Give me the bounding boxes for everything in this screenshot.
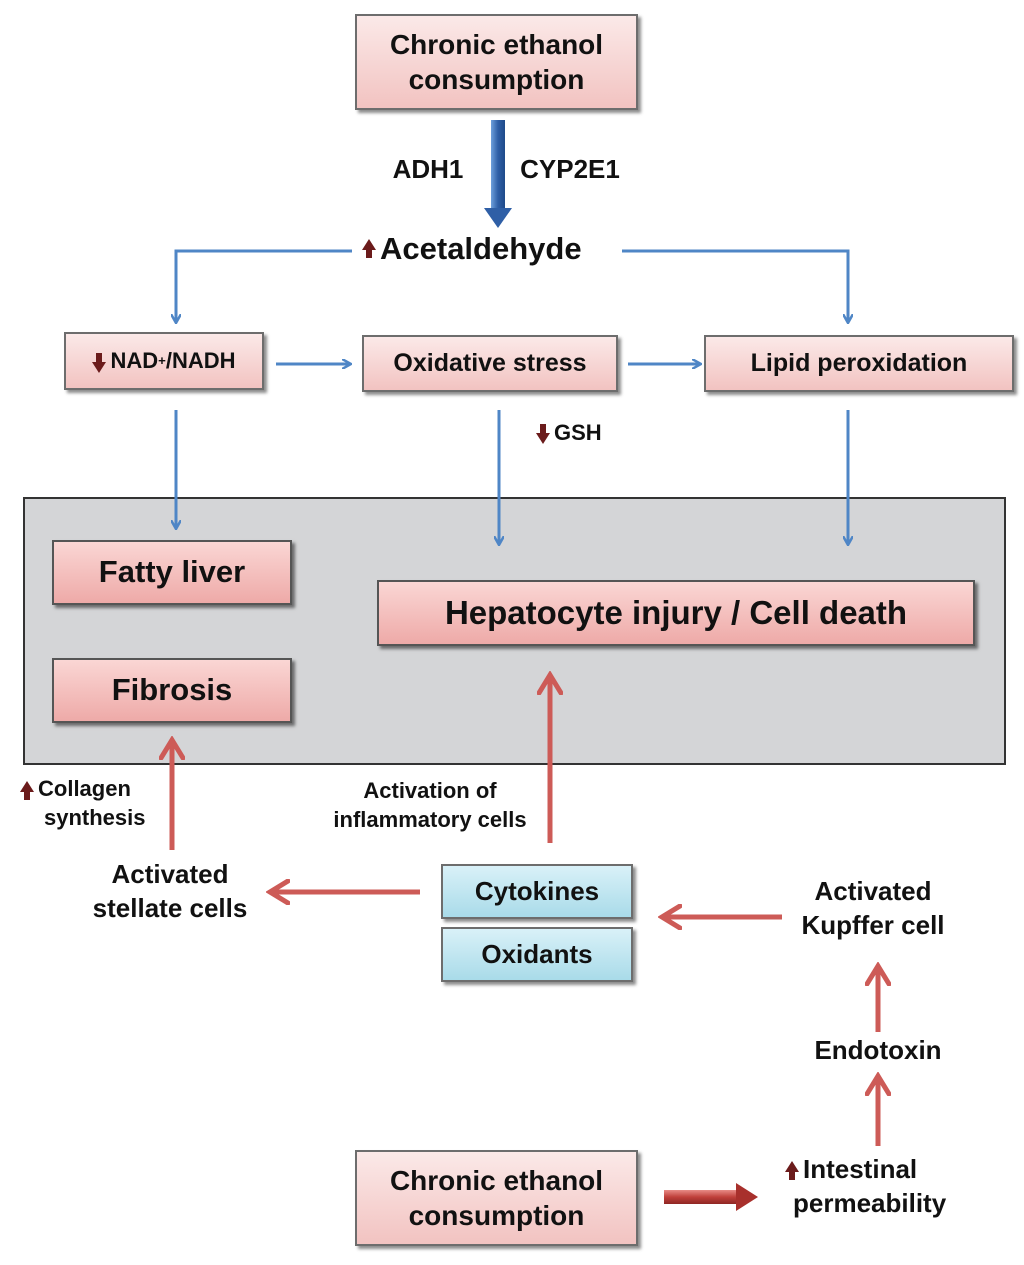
intestinal-line1: Intestinal [803,1154,918,1184]
oxidative-stress-box: Oxidative stress [362,335,618,392]
fatty-liver-text: Fatty liver [98,554,246,590]
hepatocyte-injury-text: Hepatocyte injury / Cell death [444,594,908,632]
hepatocyte-injury-box: Hepatocyte injury / Cell death [377,580,975,646]
collagen-line2: synthesis [44,805,146,831]
activation-inflammatory-label: Activation of inflammatory cells [308,776,552,834]
enzyme-cyp2e1-label: CYP2E1 [520,154,620,184]
increase-arrow-icon [20,780,34,800]
kupffer-line2: Kupffer cell [801,910,945,941]
cytokines-text: Cytokines [474,876,600,907]
acetaldehyde-text: Acetaldehyde [380,231,582,266]
oxidants-box: Oxidants [441,927,633,982]
oxidants-text: Oxidants [481,939,593,970]
gsh-label: GSH [536,418,626,447]
ethanol-to-permeability-arrow [664,1183,758,1211]
ethanol-consumption-top-box: Chronic ethanol consumption [355,14,638,110]
collagen-line1-row: Collagen [20,774,170,803]
kupffer-line1: Activated [814,876,932,906]
intestinal-line2: permeability [793,1188,947,1219]
enzyme-adh1-label: ADH1 [392,154,464,184]
ethanol-top-line1: Chronic ethanol [389,29,604,60]
activation-line2: inflammatory cells [333,807,527,833]
ethanol-consumption-bottom-box: Chronic ethanol consumption [355,1150,638,1246]
decrease-arrow-icon [92,352,107,373]
oxidative-stress-text: Oxidative stress [393,348,587,377]
increase-arrow-icon [785,1160,799,1180]
nad-prefix: NAD [110,348,159,374]
stellate-line1: Activated [111,859,229,889]
activated-kupffer-label: Activated Kupffer cell [778,874,968,943]
intestinal-line1-row: Intestinal [785,1152,985,1186]
fibrosis-text: Fibrosis [111,672,233,708]
fibrosis-box: Fibrosis [52,658,292,723]
ethanol-bottom-line1: Chronic ethanol [389,1165,604,1196]
arrow-acetaldehyde-to-lipid [622,249,848,322]
collagen-line1: Collagen [38,776,131,801]
intestinal-permeability-label: Intestinal permeability [785,1152,985,1221]
collagen-synthesis-label: Collagen synthesis [20,774,170,832]
activated-stellate-label: Activated stellate cells [70,857,270,926]
nad-suffix: /NADH [165,348,236,374]
nad-superscript: + [158,352,166,368]
acetaldehyde-label: Acetaldehyde [362,229,622,270]
cytokines-box: Cytokines [441,864,633,919]
fatty-liver-box: Fatty liver [52,540,292,605]
endotoxin-label: Endotoxin [814,1035,942,1065]
lipid-peroxidation-text: Lipid peroxidation [750,348,968,377]
ethanol-bottom-line2: consumption [408,1200,585,1231]
ethanol-top-line2: consumption [408,64,585,95]
decrease-arrow-icon [536,423,550,444]
gsh-text: GSH [554,420,602,445]
metabolism-arrow [484,120,512,228]
arrow-acetaldehyde-to-nad [176,249,352,322]
activation-line1: Activation of [363,778,497,803]
stellate-line2: stellate cells [92,893,248,924]
increase-arrow-icon [362,239,376,259]
lipid-peroxidation-box: Lipid peroxidation [704,335,1014,392]
nad-ratio-box: NAD+/NADH [64,332,264,390]
